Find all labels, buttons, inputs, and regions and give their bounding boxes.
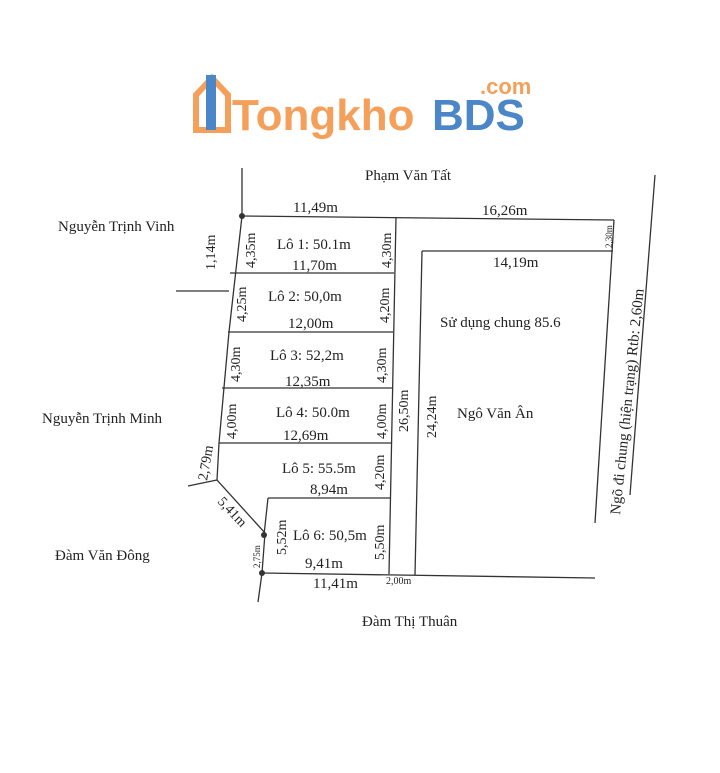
- dim-top-left: 11,49m: [293, 200, 338, 216]
- lot-5-label: Lô 5: 55.5m: [282, 461, 356, 477]
- lot-2-left: 4,25m: [235, 287, 250, 323]
- lot-6-right: 5,50m: [373, 525, 388, 561]
- watermark-logo: Tongkho BDS .com: [193, 73, 531, 140]
- watermark-brand: BDS: [432, 91, 525, 140]
- dim-column-height: 26,50m: [397, 390, 412, 433]
- neighbor-sw: Đàm Văn Đông: [55, 548, 150, 564]
- neighbor-nw: Nguyễn Trịnh Vinh: [58, 219, 175, 235]
- watermark-text: Tongkho: [232, 91, 414, 140]
- lot-5-left: 2,79m: [196, 444, 217, 482]
- lot-5-width: 8,94m: [310, 482, 348, 498]
- lot-2-right: 4,20m: [378, 288, 393, 324]
- road-top: Phạm Văn Tất: [365, 168, 452, 184]
- dim-diagonal: 5,41m: [214, 494, 249, 530]
- lot-1-label: Lô 1: 50.1m: [277, 237, 351, 253]
- road-right-alley: Ngõ đi chung (hiện trạng) Rtb: 2,60m: [608, 288, 648, 516]
- shared-area-label: Sử dụng chung 85.6: [440, 315, 561, 331]
- lot-3-label: Lô 3: 52,2m: [270, 348, 344, 364]
- lot-6-width: 9,41m: [305, 556, 343, 572]
- dim-sw-small: 2,75m: [252, 545, 262, 568]
- lot-1-left: 4,35m: [244, 233, 259, 269]
- house-icon: [193, 73, 231, 133]
- lot-3-left: 4,30m: [229, 347, 244, 383]
- neighbor-w: Nguyễn Trịnh Minh: [42, 411, 163, 427]
- lot-4-right: 4,00m: [375, 404, 390, 440]
- lot-1-width: 11,70m: [292, 258, 337, 274]
- lot-5-right: 4,20m: [373, 455, 388, 491]
- lot-3-right: 4,30m: [375, 348, 390, 384]
- dim-bottom-total: 11,41m: [313, 576, 358, 592]
- lot-3-width: 12,35m: [285, 374, 331, 390]
- neighbor-east-plot: Ngô Văn Ân: [457, 405, 534, 422]
- lot-2-width: 12,00m: [288, 316, 334, 332]
- lot-1-right: 4,30m: [380, 233, 395, 269]
- lot-4-left: 4,00m: [225, 404, 240, 440]
- boundaries: [176, 168, 656, 603]
- lot-4-label: Lô 4: 50.0m: [276, 405, 350, 421]
- lot-6-left: 5,52m: [275, 520, 290, 556]
- dim-bottom-gap: 2,00m: [386, 576, 412, 587]
- lot-2-label: Lô 2: 50,0m: [268, 289, 342, 305]
- dim-top-right: 16,26m: [482, 203, 528, 219]
- watermark-suffix: .com: [480, 74, 531, 99]
- road-bottom: Đàm Thị Thuân: [362, 614, 458, 630]
- dim-nw-offset: 1,14m: [204, 235, 219, 271]
- lot-4-width: 12,69m: [283, 428, 329, 444]
- dim-corner-right: 2,30m: [604, 225, 614, 248]
- lot-6-label: Lô 6: 50,5m: [293, 528, 367, 544]
- dim-shared-top: 14,19m: [493, 255, 539, 271]
- dim-shared-height: 24,24m: [425, 396, 440, 439]
